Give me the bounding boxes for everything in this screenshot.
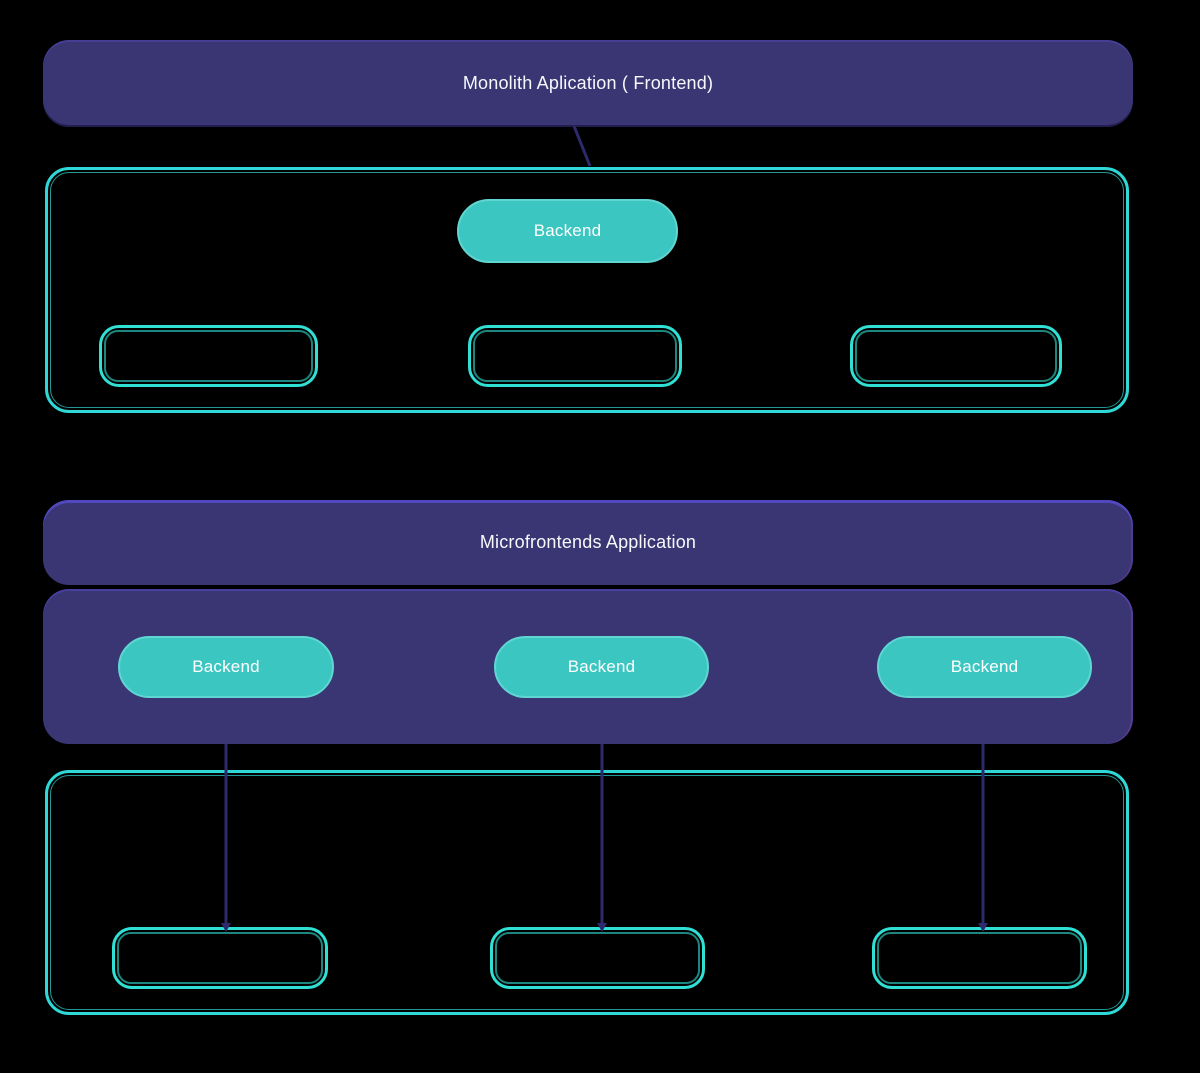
monolith-backend-pill: Backend (457, 199, 678, 263)
microfrontends-frontend-container (45, 770, 1129, 1015)
microfrontend-module (112, 927, 328, 989)
connector-monolith-banner-to-frontend (572, 125, 592, 167)
monolith-frontend-container (45, 167, 1129, 413)
monolith-backend-label: Backend (533, 221, 602, 240)
microfrontends-banner: Microfrontends Application (43, 500, 1133, 585)
monolith-frontend-module (99, 325, 318, 387)
monolith-banner-label: Monolith Aplication ( Frontend) (462, 73, 714, 93)
monolith-frontend-module (468, 325, 682, 387)
microfrontend-backend-pill: Backend (494, 636, 709, 698)
backend-pill-label: Backend (950, 657, 1019, 676)
monolith-frontend-module (850, 325, 1062, 387)
microfrontend-backend-pill: Backend (877, 636, 1092, 698)
backend-pill-label: Backend (192, 657, 260, 676)
backend-pill-label: Backend (567, 657, 636, 676)
microfrontend-module (872, 927, 1087, 989)
microfrontends-banner-label: Microfrontends Application (479, 532, 697, 552)
microfrontend-module (490, 927, 705, 989)
monolith-banner: Monolith Aplication ( Frontend) (43, 40, 1133, 127)
microfrontend-backend-pill: Backend (118, 636, 334, 698)
